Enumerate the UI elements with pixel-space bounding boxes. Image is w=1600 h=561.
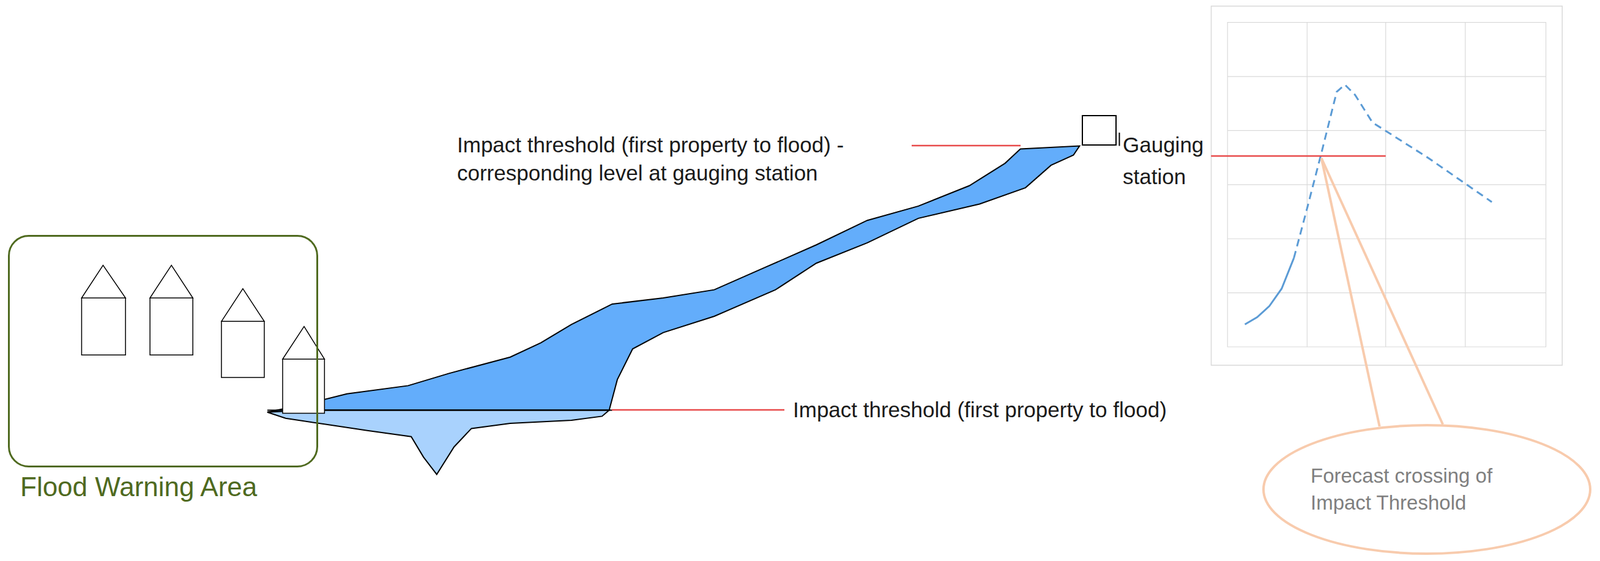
river-water <box>267 145 1080 412</box>
houses <box>81 265 325 414</box>
warning-area: Flood Warning Area <box>7 234 319 468</box>
callout-ellipse-shape <box>1263 425 1591 554</box>
station-label: Gauging station <box>1122 129 1204 193</box>
callout-leader <box>1321 157 1443 427</box>
threshold-line <box>1210 155 1386 158</box>
threshold-label: Impact threshold (first property to floo… <box>792 395 1167 425</box>
river-channel <box>267 409 610 475</box>
gauge-tick <box>1118 132 1120 147</box>
callout-text: Forecast crossing of Impact Threshold <box>1310 462 1544 517</box>
callout-ellipse: Forecast crossing of Impact Threshold <box>1261 423 1593 556</box>
threshold-label: Impact threshold (first property to floo… <box>457 130 984 188</box>
threshold-line <box>611 409 785 412</box>
threshold-line <box>911 145 1021 147</box>
hydrograph-chart <box>1211 6 1563 366</box>
area-heading: Flood Warning Area <box>20 471 257 503</box>
gauging-station: Gauging station <box>1081 115 1117 146</box>
callout-outline <box>1261 423 1593 556</box>
